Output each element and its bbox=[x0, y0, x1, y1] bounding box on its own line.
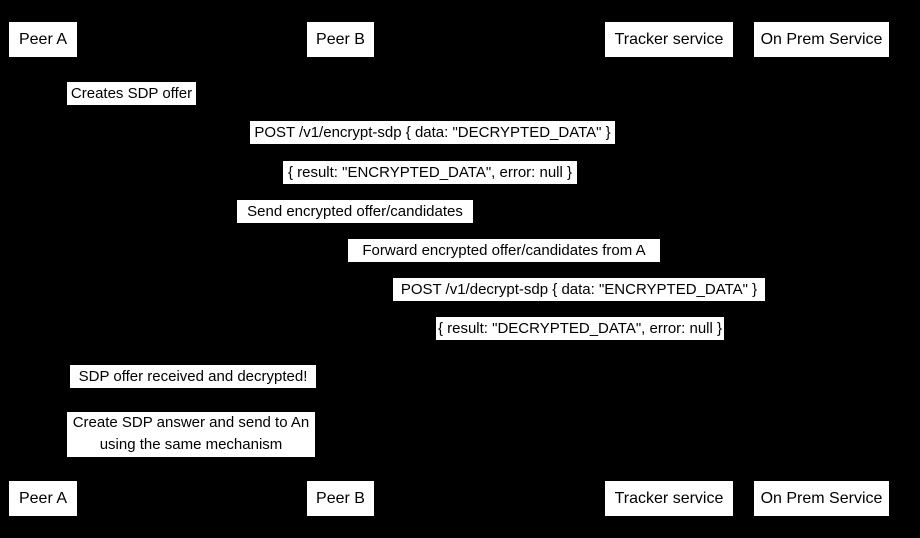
message-label-create-sdp-answer: Create SDP answer and send to An using t… bbox=[67, 412, 315, 457]
lifeline-peer-b bbox=[340, 57, 341, 481]
participant-header-tracker-service[interactable]: Tracker service bbox=[605, 22, 733, 57]
message-label-sdp-offer-received: SDP offer received and decrypted! bbox=[70, 365, 316, 388]
message-label-forward-encrypted-offer: Forward encrypted offer/candidates from … bbox=[348, 239, 660, 262]
participant-footer-peer-a[interactable]: Peer A bbox=[9, 481, 77, 516]
message-label-post-decrypt-sdp: POST /v1/decrypt-sdp { data: "ENCRYPTED_… bbox=[393, 278, 765, 301]
participant-footer-on-prem-service[interactable]: On Prem Service bbox=[754, 481, 889, 516]
participant-footer-peer-b[interactable]: Peer B bbox=[307, 481, 374, 516]
message-label-send-encrypted-offer: Send encrypted offer/candidates bbox=[237, 200, 473, 223]
participant-header-on-prem-service[interactable]: On Prem Service bbox=[754, 22, 889, 57]
participant-footer-tracker-service[interactable]: Tracker service bbox=[605, 481, 733, 516]
message-label-post-encrypt-sdp: POST /v1/encrypt-sdp { data: "DECRYPTED_… bbox=[250, 121, 615, 144]
lifeline-peer-a bbox=[43, 57, 44, 481]
message-label-creates-sdp-offer: Creates SDP offer bbox=[67, 82, 196, 105]
message-label-decrypt-sdp-result: { result: "DECRYPTED_DATA", error: null … bbox=[436, 317, 724, 340]
participant-header-peer-a[interactable]: Peer A bbox=[9, 22, 77, 57]
lifeline-on-prem-service bbox=[821, 57, 822, 481]
participant-header-peer-b[interactable]: Peer B bbox=[307, 22, 374, 57]
message-label-encrypt-sdp-result: { result: "ENCRYPTED_DATA", error: null … bbox=[283, 161, 577, 184]
lifeline-tracker-service bbox=[669, 57, 670, 481]
